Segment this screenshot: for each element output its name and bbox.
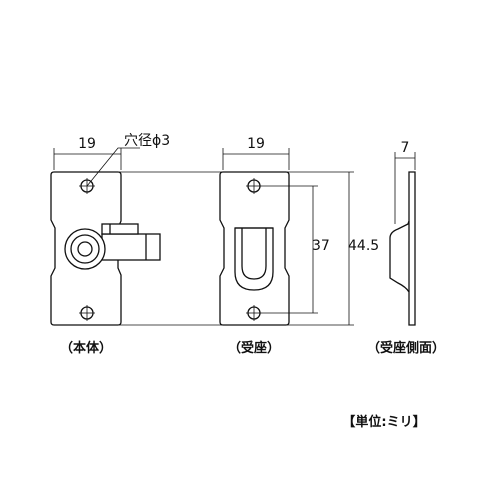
caption-strike-plate-side: （受座側面） — [367, 340, 445, 356]
strike-plate-view — [219, 171, 290, 326]
strike-plate-side-view — [389, 171, 416, 326]
strike-plate-outline — [219, 171, 290, 326]
latch-knob — [64, 228, 106, 270]
side-thickness-dimension: 7 — [401, 140, 410, 156]
strike-plate-bottom-hole — [246, 305, 262, 321]
overall-height-dimension: 44.5 — [348, 238, 379, 254]
latch-bolt — [101, 223, 161, 261]
strike-plate-top-hole — [246, 178, 262, 194]
body-width-dimension: 19 — [78, 136, 96, 152]
caption-body: （本体） — [60, 340, 112, 356]
hole-diameter-note: 穴径ϕ3 — [124, 133, 170, 149]
main-body-plate — [50, 171, 122, 326]
plate-width-dimension: 19 — [247, 136, 265, 152]
main-body-view — [50, 171, 161, 326]
strike-plate-catch — [234, 227, 274, 291]
caption-strike-plate: （受座） — [228, 340, 280, 356]
dimension-lines — [53, 147, 416, 326]
unit-note: 【単位:ミリ】 — [342, 414, 425, 430]
main-body-bottom-hole — [79, 305, 95, 321]
hole-pitch-dimension: 37 — [312, 238, 330, 254]
